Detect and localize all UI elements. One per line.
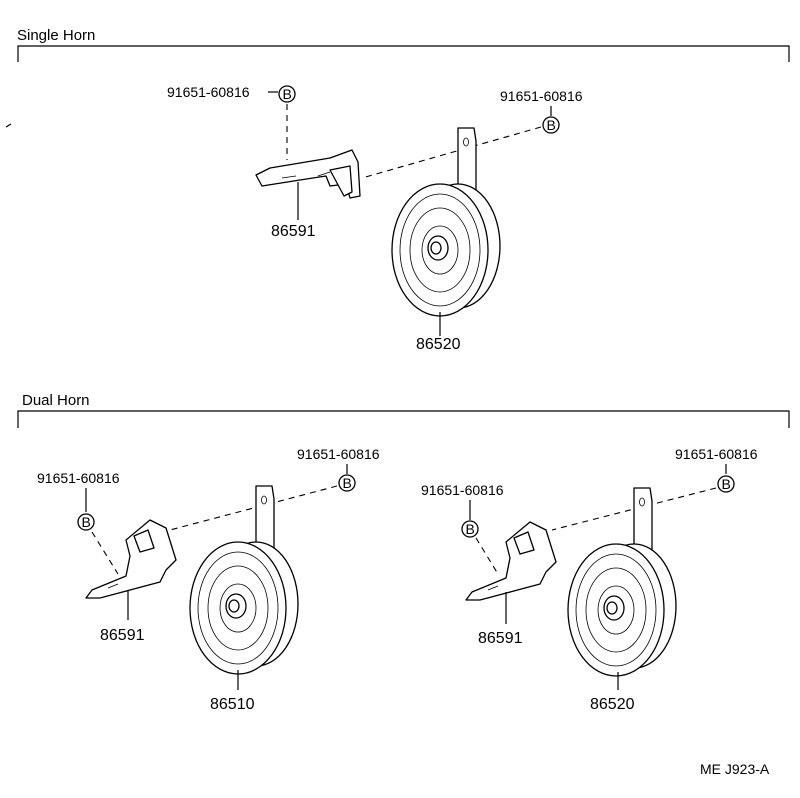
dual-left-bracket-label: 86591 xyxy=(100,627,145,644)
diagram-id: ME J923-A xyxy=(700,761,770,777)
dual-right-bracket-label: 86591 xyxy=(478,630,523,647)
dual-left-bracket-group: 91651-60816 B 86591 xyxy=(37,470,177,644)
svg-text:B: B xyxy=(722,476,731,492)
single-bracket-label: 86591 xyxy=(271,223,316,240)
dual-right-bolt-symbol-right: B xyxy=(717,475,735,493)
dual-left-horn-group: 91651-60816 B 86510 xyxy=(169,446,380,713)
dual-left-bolt-symbol-right: B xyxy=(338,474,356,492)
dual-left-bolt-label: 91651-60816 xyxy=(37,470,120,486)
single-bolt-label-right: 91651-60816 xyxy=(500,88,583,104)
dual-left-bolt-symbol: B xyxy=(77,513,95,531)
svg-text:B: B xyxy=(283,86,292,102)
single-bolt-symbol-left: B xyxy=(278,85,296,103)
section-title-single: Single Horn xyxy=(17,27,95,44)
single-bracket xyxy=(255,149,361,199)
dual-right-bracket xyxy=(465,521,557,601)
svg-text:B: B xyxy=(547,117,556,133)
single-bolt-label-left: 91651-60816 xyxy=(167,84,250,100)
margin-mark xyxy=(5,123,12,128)
single-bolt-symbol-right: B xyxy=(542,116,560,134)
dual-right-horn-label: 86520 xyxy=(590,696,635,713)
dual-left-bolt-label-right: 91651-60816 xyxy=(297,446,380,462)
dual-right-bracket-group: 91651-60816 B 86591 xyxy=(421,482,557,647)
dual-left-bracket xyxy=(85,519,177,599)
single-bracket-group: 91651-60816 B 86591 xyxy=(167,84,361,240)
dual-right-bolt-symbol: B xyxy=(461,520,479,538)
dual-left-horn-label: 86510 xyxy=(210,696,255,713)
svg-text:B: B xyxy=(82,514,91,530)
single-horn-group: 91651-60816 B 86520 xyxy=(361,88,583,353)
dual-left-horn-86510 xyxy=(189,485,299,675)
svg-text:B: B xyxy=(466,521,475,537)
dual-right-horn-86520 xyxy=(567,487,677,677)
dual-right-horn-group: 91651-60816 B 86520 xyxy=(551,446,758,713)
single-horn-label: 86520 xyxy=(416,336,461,353)
dual-horn-frame xyxy=(17,410,790,428)
single-horn-frame xyxy=(17,45,790,62)
single-horn-86520 xyxy=(391,127,501,317)
section-title-dual: Dual Horn xyxy=(22,392,90,409)
svg-text:B: B xyxy=(343,475,352,491)
dual-right-bolt-label-right: 91651-60816 xyxy=(675,446,758,462)
dual-right-bolt-label: 91651-60816 xyxy=(421,482,504,498)
